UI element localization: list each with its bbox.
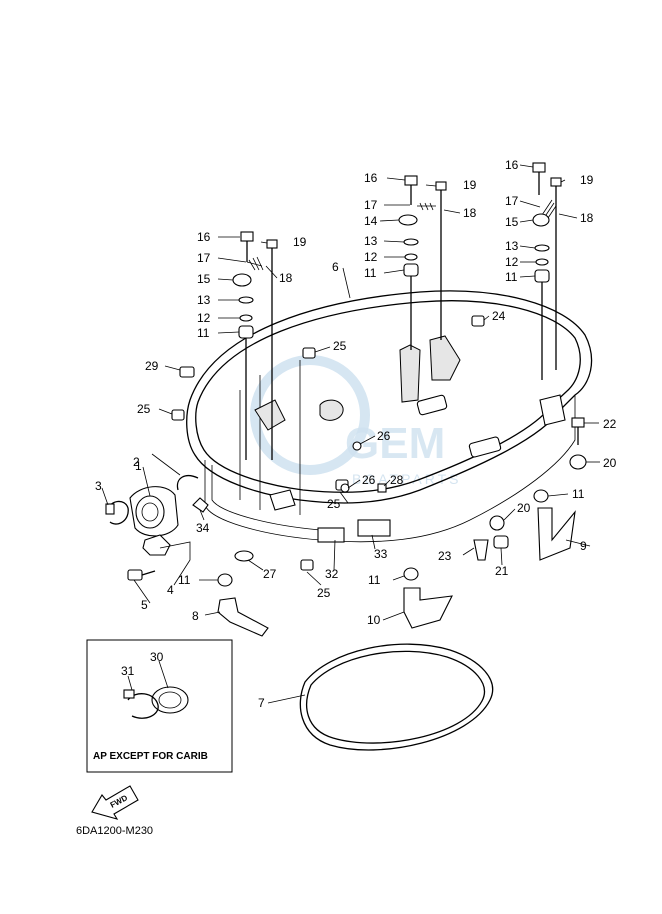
callout-11-center: 11 bbox=[364, 266, 377, 280]
callout-20-right: 20 bbox=[603, 456, 617, 470]
callout-31: 31 bbox=[121, 664, 135, 678]
inset-caption: AP EXCEPT FOR CARIB bbox=[93, 751, 208, 762]
callout-10: 10 bbox=[367, 613, 381, 627]
callout-16-center: 16 bbox=[364, 171, 378, 185]
callout-28: 28 bbox=[390, 473, 404, 487]
fwd-arrow: FWD bbox=[91, 785, 139, 820]
bolt-stack-center bbox=[398, 175, 447, 350]
bolt-stack-left bbox=[232, 231, 278, 460]
label-32-shape bbox=[317, 527, 345, 543]
callout-24: 24 bbox=[492, 309, 506, 323]
callout-11-lower-right: 11 bbox=[572, 487, 585, 501]
callout-33: 33 bbox=[374, 547, 388, 561]
callout-9: 9 bbox=[580, 539, 587, 553]
callout-13-left: 13 bbox=[197, 293, 211, 307]
bottom-cowling bbox=[186, 290, 593, 543]
callout-25-mid: 25 bbox=[327, 497, 341, 511]
callout-13-right: 13 bbox=[505, 239, 519, 253]
callout-17-left: 17 bbox=[197, 251, 211, 265]
callout-21: 21 bbox=[495, 564, 509, 578]
callout-16-right: 16 bbox=[505, 158, 519, 172]
label-33-shape bbox=[357, 519, 391, 537]
callout-22: 22 bbox=[603, 417, 617, 431]
callout-11-lower-center: 11 bbox=[368, 573, 381, 587]
callout-20-center: 20 bbox=[517, 501, 531, 515]
callout-11-left: 11 bbox=[197, 326, 210, 340]
callout-11-right: 11 bbox=[505, 270, 518, 284]
callout-5: 5 bbox=[141, 598, 148, 612]
callout-26-lower: 26 bbox=[362, 473, 376, 487]
callout-30: 30 bbox=[150, 650, 164, 664]
callout-27: 27 bbox=[263, 567, 277, 581]
callout-25-left: 25 bbox=[137, 402, 151, 416]
callout-19-center: 19 bbox=[463, 178, 477, 192]
callout-2: 2 bbox=[133, 455, 140, 469]
callout-8: 8 bbox=[192, 609, 199, 623]
callout-32: 32 bbox=[325, 567, 339, 581]
callout-7: 7 bbox=[258, 696, 265, 710]
callout-16-left: 16 bbox=[197, 230, 211, 244]
bolt-stack-right bbox=[532, 162, 562, 380]
callout-11-lower-left: 11 bbox=[178, 573, 191, 587]
callout-1: 1 bbox=[135, 459, 142, 473]
callout-19-left: 19 bbox=[293, 235, 307, 249]
leader-lines bbox=[101, 164, 600, 704]
callout-12-right: 12 bbox=[505, 255, 519, 269]
callout-23: 23 bbox=[438, 549, 452, 563]
reference-code: 6DA1200-M230 bbox=[76, 825, 153, 837]
callout-15-right: 15 bbox=[505, 215, 519, 229]
callout-26-upper: 26 bbox=[377, 429, 391, 443]
callout-6: 6 bbox=[332, 260, 339, 274]
callout-18-right: 18 bbox=[580, 211, 594, 225]
callout-25-top: 25 bbox=[333, 339, 347, 353]
callout-3: 3 bbox=[95, 479, 102, 493]
callout-12-center: 12 bbox=[364, 250, 378, 264]
callout-15-left: 15 bbox=[197, 272, 211, 286]
callout-25-bottom: 25 bbox=[317, 586, 331, 600]
callout-12-left: 12 bbox=[197, 311, 211, 325]
callout-17-right: 17 bbox=[505, 194, 519, 208]
callout-18-center: 18 bbox=[463, 206, 477, 220]
gasket-7 bbox=[299, 643, 494, 751]
callout-17-center: 17 bbox=[364, 198, 378, 212]
callout-19-right: 19 bbox=[580, 173, 594, 187]
callout-14: 14 bbox=[364, 214, 378, 228]
inset-box: AP EXCEPT FOR CARIB bbox=[86, 639, 233, 773]
side-parts bbox=[105, 315, 587, 637]
callouts: 1 2 3 4 5 6 7 8 9 10 11 11 11 11 11 11 1… bbox=[95, 158, 617, 710]
callout-13-center: 13 bbox=[364, 234, 378, 248]
callout-34: 34 bbox=[196, 521, 210, 535]
callout-4: 4 bbox=[167, 583, 174, 597]
watermark: GEM BOATPARTS bbox=[250, 355, 458, 487]
callout-18-left: 18 bbox=[279, 271, 293, 285]
callout-29: 29 bbox=[145, 359, 159, 373]
